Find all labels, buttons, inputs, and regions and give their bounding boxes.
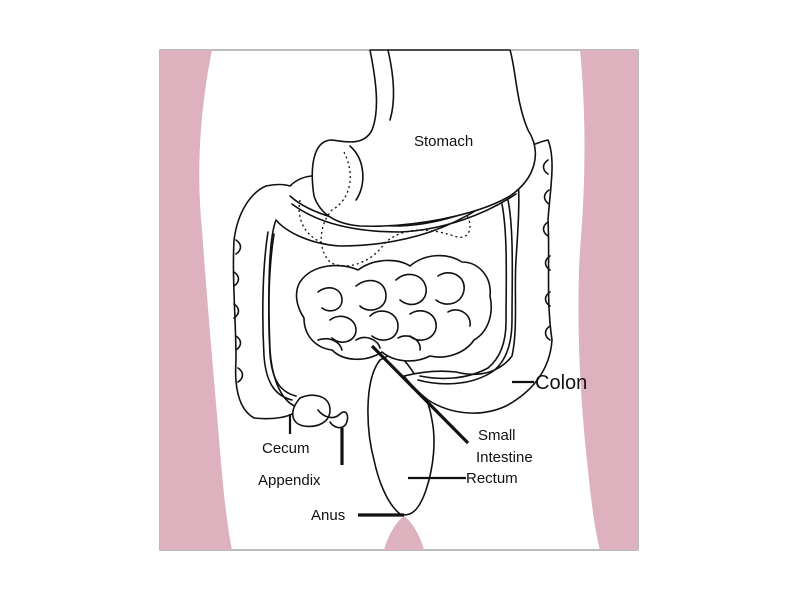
colon-inner-line-right	[417, 199, 514, 385]
label-small-intestine-line1: Small	[478, 427, 516, 444]
label-colon: Colon	[535, 372, 587, 394]
colon-inner-line-left	[262, 231, 293, 401]
label-appendix: Appendix	[258, 472, 321, 489]
hidden-duodenum-outline	[298, 199, 327, 245]
label-small-intestine-line2: Intestine	[476, 449, 533, 466]
hidden-pancreas-outline	[320, 151, 471, 267]
label-cecum: Cecum	[262, 440, 310, 457]
crotch-area	[384, 516, 424, 550]
cecum-shape	[292, 394, 331, 428]
transverse-colon-line-2	[291, 193, 517, 233]
label-rectum: Rectum	[466, 470, 518, 487]
esophagus-line	[387, 49, 395, 121]
stomach-inner-line	[349, 145, 364, 201]
stomach-shape	[311, 49, 536, 228]
small-intestine-pointer	[370, 344, 470, 445]
label-stomach: Stomach	[414, 133, 473, 150]
small-intestine-shape	[295, 254, 492, 362]
colon-haustra-left	[233, 239, 244, 383]
left-body-edge	[160, 50, 232, 550]
right-body-edge	[578, 50, 638, 550]
label-anus: Anus	[311, 507, 345, 524]
small-intestine-coils	[317, 272, 471, 351]
colon-inner-line-left-2	[268, 233, 297, 397]
colon-haustra-right	[542, 159, 551, 341]
colon-inner-line-right-2	[419, 203, 508, 380]
appendix-shape	[317, 409, 349, 429]
